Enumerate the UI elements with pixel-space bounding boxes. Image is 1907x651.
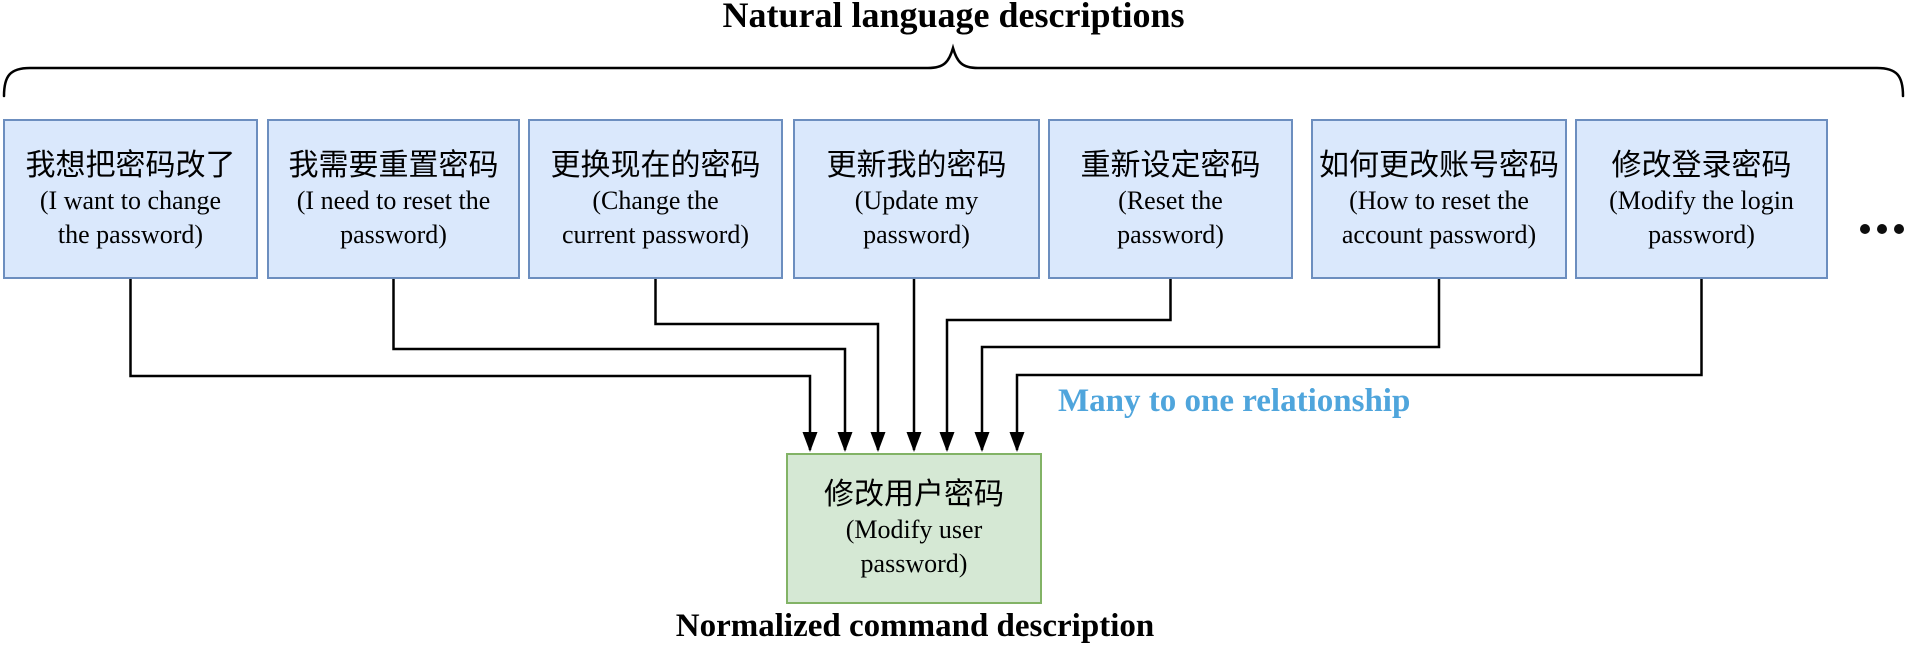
nl-box-2-chinese: 我需要重置密码	[288, 148, 499, 182]
connector-box6	[974, 279, 1441, 452]
connector-box3	[654, 279, 886, 452]
nl-box-2-english: (I need to reset the password)	[296, 186, 491, 249]
normalized-command-box: 修改用户密码 (Modify user password)	[786, 453, 1042, 604]
nl-box-4-chinese: 更新我的密码	[826, 148, 1007, 182]
connector-box1	[129, 279, 818, 452]
nl-description-box-2: 我需要重置密码 (I need to reset the password)	[267, 119, 520, 279]
nl-box-4-english: (Update my password)	[854, 186, 979, 249]
nl-box-6-chinese: 如何更改账号密码	[1319, 148, 1559, 182]
nl-description-box-4: 更新我的密码 (Update my password)	[793, 119, 1040, 279]
nl-description-box-1: 我想把密码改了 (I want to change the password)	[3, 119, 258, 279]
normalized-box-english: (Modify user password)	[845, 515, 983, 579]
nl-description-box-6: 如何更改账号密码 (How to reset the account passw…	[1311, 119, 1567, 279]
figure-title: Natural language descriptions	[722, 0, 1185, 35]
nl-box-5-chinese: 重新设定密码	[1080, 148, 1261, 182]
nl-description-box-3: 更换现在的密码 (Change the current password)	[528, 119, 783, 279]
ellipsis-dot	[1860, 224, 1870, 234]
ellipsis-icon	[1860, 224, 1904, 234]
nl-box-5-english: (Reset the password)	[1117, 186, 1224, 249]
normalized-box-chinese: 修改用户密码	[824, 477, 1004, 511]
nl-box-7-english: (Modify the login password)	[1609, 186, 1794, 249]
connector-box5	[939, 279, 1172, 452]
nl-box-1-chinese: 我想把密码改了	[25, 148, 236, 182]
top-curly-brace	[2, 43, 1905, 98]
nl-box-7-chinese: 修改登录密码	[1611, 148, 1792, 182]
nl-description-box-7: 修改登录密码 (Modify the login password)	[1575, 119, 1828, 279]
connector-box2	[392, 279, 853, 452]
ellipsis-dot	[1877, 224, 1887, 234]
connector-box7	[1009, 279, 1703, 452]
nl-box-3-chinese: 更换现在的密码	[550, 148, 761, 182]
nl-box-1-english: (I want to change the password)	[39, 186, 222, 249]
nl-box-6-english: (How to reset the account password)	[1341, 186, 1537, 249]
nl-box-3-english: (Change the current password)	[562, 186, 749, 249]
bottom-caption: Normalized command description	[675, 608, 1155, 644]
relationship-label: Many to one relationship	[1058, 383, 1411, 419]
ellipsis-dot	[1894, 224, 1904, 234]
nl-description-box-5: 重新设定密码 (Reset the password)	[1048, 119, 1293, 279]
